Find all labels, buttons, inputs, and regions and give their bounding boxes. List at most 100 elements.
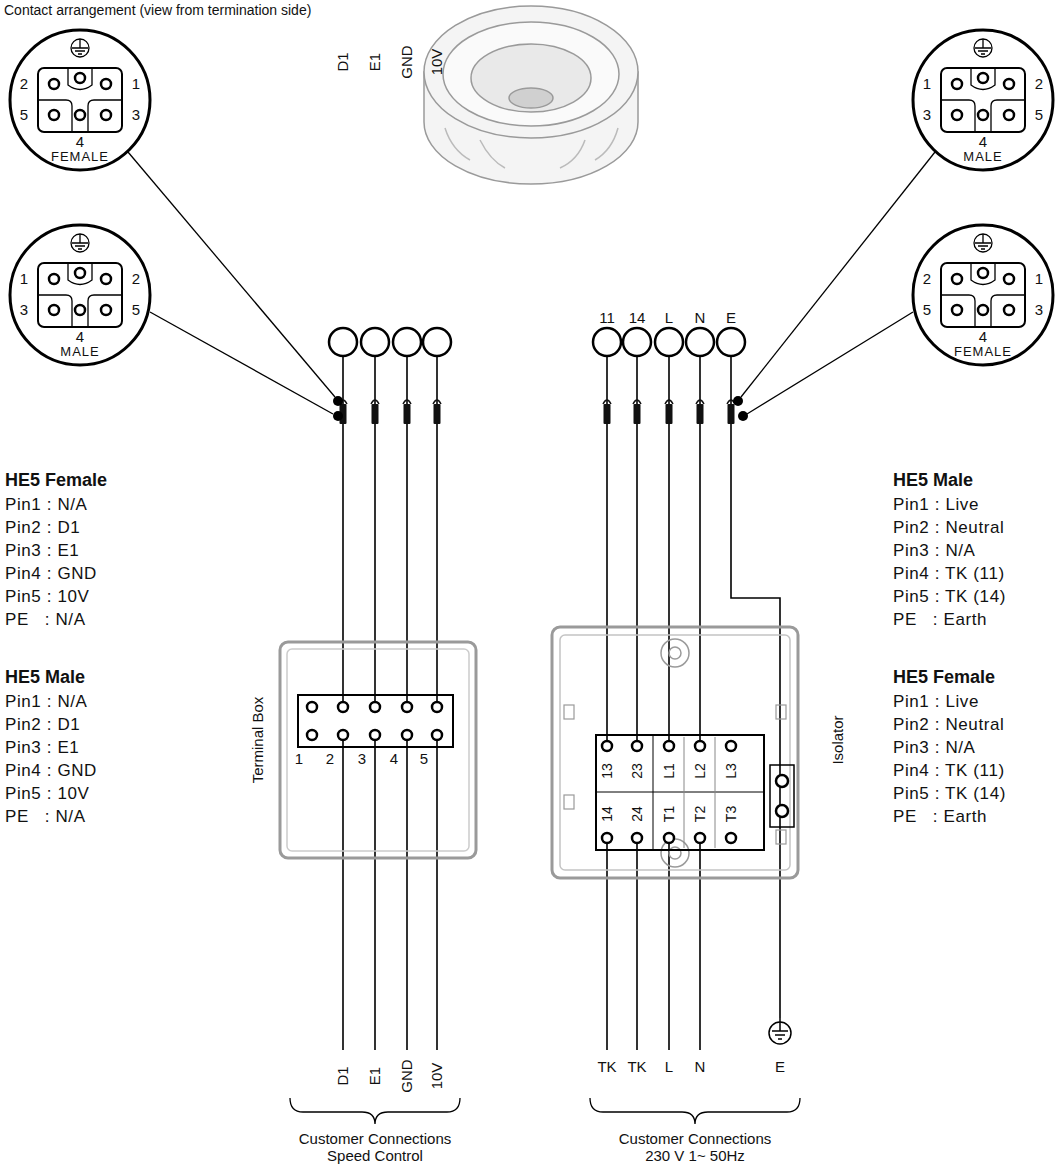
terminal-label: L2 [692,763,708,779]
pin-assignment: Pin1 : Live [893,495,979,515]
wires [343,356,780,1050]
pin-symbol [432,702,442,712]
outline [433,400,441,404]
terminal-name: N [695,309,706,326]
pin-assignment: Pin2 : D1 [5,715,80,735]
pin-number: 1 [923,75,931,92]
signal-name: 10V [428,1063,445,1090]
pin-symbol [49,110,59,120]
outline [560,635,790,870]
pin-number: 2 [923,270,931,287]
pin-symbol [75,73,85,83]
pin-assignment: Pin5 : 10V [5,784,89,804]
outline [696,400,704,404]
outline [72,39,88,54]
pin-assignment: Pin3 : E1 [5,738,79,758]
outline [287,649,469,851]
terminal-label: L1 [661,763,677,779]
outline [728,404,735,424]
terminal-number: 3 [358,750,366,767]
pin-symbol [370,702,380,712]
gender-label: MALE [963,150,1002,165]
outline [434,404,441,424]
outline [371,400,379,404]
pin-symbol [338,730,348,740]
signal-name: GND [398,45,415,78]
pin-assignment: Pin4 : TK (11) [893,564,1005,584]
connector-face: 12354MALE [911,28,1055,172]
pin-symbol [75,268,85,278]
outline [298,695,453,747]
pin-symbol [632,741,642,751]
connector-face: 12354MALE [8,223,152,367]
outline [665,400,673,404]
pin-assignment: Pin5 : TK (14) [893,587,1006,607]
pin-number: 1 [132,75,140,92]
pin-symbol [661,839,689,867]
pin-number: 4 [76,328,84,345]
signal-name: D1 [334,1066,351,1085]
outline [596,735,764,850]
pin-number: 4 [76,133,84,150]
pin-number: 4 [979,133,987,150]
pin-symbol [75,110,85,120]
terminal-name: E [726,309,736,326]
pin-symbol [952,79,962,89]
pin-assignment: PE : Earth [893,610,987,630]
pin-number: 2 [20,75,28,92]
pin-number: 3 [1035,301,1043,318]
gender-label: FEMALE [51,150,109,165]
terminal-label: T1 [661,806,677,822]
pin-number: 4 [979,328,987,345]
pin-symbol [978,73,988,83]
pin-symbol [776,805,788,817]
outline [633,400,641,404]
pin-assignment: Pin2 : Neutral [893,715,1004,735]
box-label: Terminal Box [249,697,266,784]
pin-symbol [370,730,380,740]
fan-illustration [424,6,638,184]
pin-symbol [10,225,150,365]
connector-dots [333,396,748,421]
pin-symbol [101,305,111,315]
pin-symbol [913,225,1053,365]
pin-assignment: Pin2 : D1 [5,518,80,538]
signal-name: E1 [366,1067,383,1085]
pin-symbol [101,274,111,284]
pin-symbol [695,833,705,843]
gender-label: FEMALE [954,345,1012,360]
pin-symbol [952,305,962,315]
earth-symbol [769,1018,791,1044]
terminal-number: 5 [420,750,428,767]
outline [684,737,715,848]
pin-symbol [632,833,642,843]
outline [404,404,411,424]
outline [603,400,611,404]
title: Contact arrangement (view from terminati… [4,2,311,18]
pin-assignment: Pin4 : GND [5,761,97,781]
pin-assignment: Pin1 : Live [893,692,979,712]
pin-symbol [978,268,988,278]
signal-name: E1 [366,53,383,71]
pin-assignment: Pin4 : GND [5,564,97,584]
pin-assignment: PE : Earth [893,807,987,827]
terminal-name: L [665,309,673,326]
pin-number: 1 [20,270,28,287]
outline [975,234,991,249]
gender-label: MALE [60,345,99,360]
pin-assignment: PE : N/A [5,807,86,827]
outline [634,404,641,424]
terminal-label: 24 [629,806,645,822]
outline [941,263,1025,327]
pin-symbol [978,305,988,315]
pin-symbol [1004,305,1014,315]
pin-symbol [101,110,111,120]
terminal-name: 14 [629,309,646,326]
terminal-label: T3 [723,806,739,822]
outline [564,705,574,719]
terminal-name: TK [627,1058,646,1075]
outline [941,68,1025,132]
pin-symbol [307,730,317,740]
pin-heading: HE5 Female [5,470,107,491]
